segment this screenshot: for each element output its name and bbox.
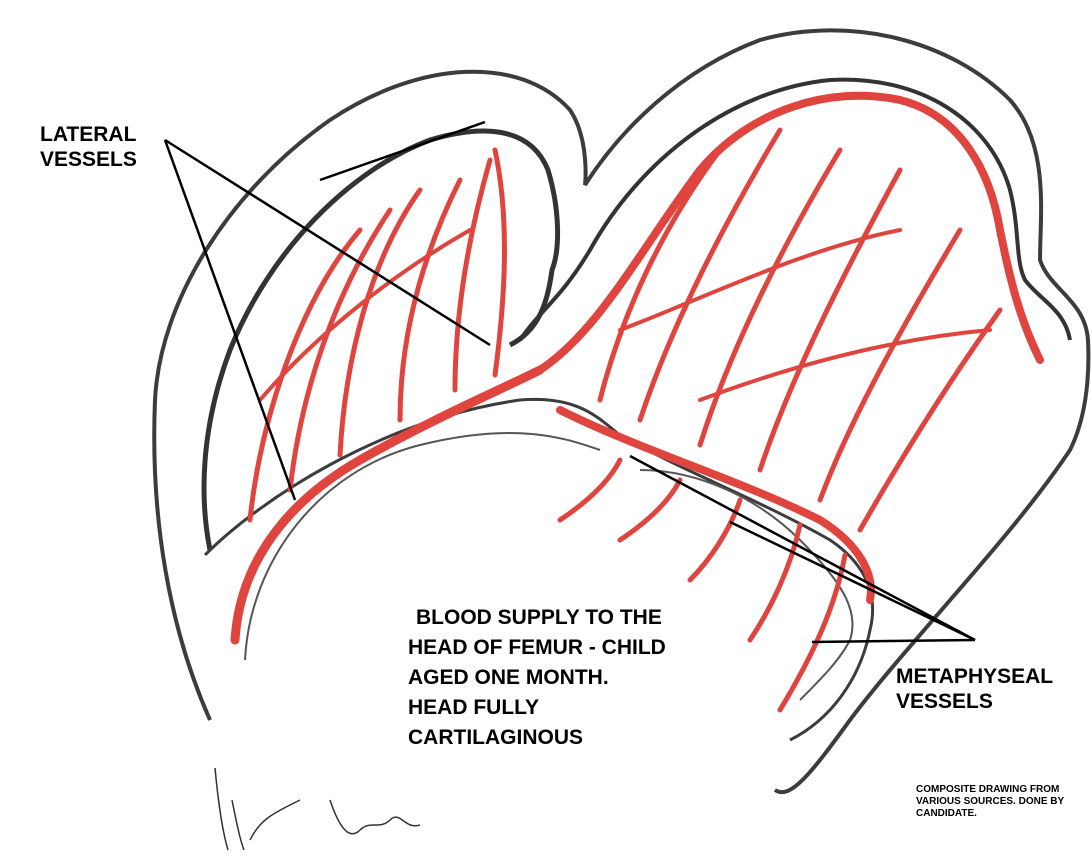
- vessel-lateral-6: [495, 150, 504, 375]
- lateral-label-line-1: LATERAL: [40, 122, 137, 147]
- vessel-head-4: [760, 170, 900, 470]
- source-note: COMPOSITE DRAWING FROM VARIOUS SOURCES. …: [916, 784, 1064, 820]
- vessel-trunk-lateral: [235, 370, 540, 640]
- leader-meta-1: [630, 456, 975, 640]
- vessel-meta-2: [620, 480, 680, 540]
- physis-curve: [640, 470, 853, 700]
- note-line-3: CANDIDATE.: [916, 808, 1064, 820]
- inner-head-outline: [204, 131, 558, 550]
- vessel-head-5: [820, 230, 960, 500]
- caption-line-4: HEAD FULLY: [408, 693, 666, 723]
- vessel-lateral-4: [400, 180, 460, 420]
- leader-lines: [165, 122, 975, 642]
- caption-line-2: HEAD OF FEMUR - CHILD: [408, 633, 666, 663]
- note-line-1: COMPOSITE DRAWING FROM: [916, 784, 1064, 796]
- vessel-physeal-arc: [560, 410, 871, 600]
- lateral-vessels-label: LATERAL VESSELS: [40, 122, 137, 172]
- metaphyseal-label-line-2: VESSELS: [896, 689, 1053, 714]
- signature-stroke-1: [215, 768, 420, 850]
- metaphyseal-label-line-1: METAPHYSEAL: [896, 664, 1053, 689]
- lateral-label-line-2: VESSELS: [40, 147, 137, 172]
- lateral-vessel-network: [235, 150, 540, 640]
- caption-line-5: CARTILAGINOUS: [408, 723, 666, 753]
- vessel-head-3: [700, 150, 840, 445]
- vessel-head-6: [860, 310, 1000, 530]
- signature: [215, 768, 420, 850]
- leader-lateral-2: [165, 140, 490, 345]
- vessel-meta-1: [560, 460, 620, 520]
- vessel-lateral-1: [250, 230, 360, 520]
- metaphyseal-vessels-label: METAPHYSEAL VESSELS: [896, 664, 1053, 714]
- leader-lateral-3: [320, 122, 485, 180]
- inner-head-outline-right: [520, 80, 1070, 340]
- caption-line-3: AGED ONE MONTH.: [408, 663, 666, 693]
- caption-line-1: BLOOD SUPPLY TO THE: [408, 603, 666, 633]
- leader-lateral-1: [165, 140, 295, 500]
- note-line-2: VARIOUS SOURCES. DONE BY: [916, 796, 1064, 808]
- vessel-lateral-5: [455, 160, 490, 390]
- leader-meta-3: [812, 640, 975, 642]
- diagram-caption: BLOOD SUPPLY TO THE HEAD OF FEMUR - CHIL…: [408, 603, 666, 753]
